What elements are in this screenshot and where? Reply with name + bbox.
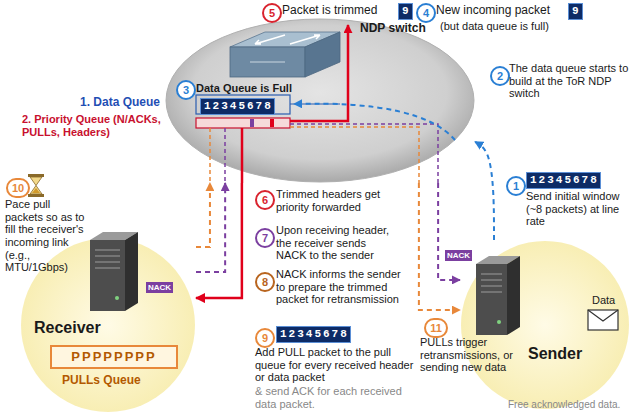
server-icon <box>90 232 138 311</box>
packet-row: 9 <box>398 3 413 20</box>
callout-number: 7 <box>255 228 275 248</box>
nack-packet: NACK <box>445 250 472 261</box>
callout-text: PULLs trigger retransmissions, or sendin… <box>420 336 515 374</box>
trim-arrow <box>290 25 348 121</box>
flow-arrow <box>196 183 242 298</box>
flow-arrow <box>438 183 460 280</box>
server-icon <box>476 256 520 335</box>
node-title: Sender <box>528 345 582 363</box>
callout-text: Data <box>592 294 615 307</box>
callout-text: Add PULL packet to the pull queue for ev… <box>255 346 415 384</box>
callout-number: 2 <box>490 66 510 86</box>
envelope-icon <box>588 310 618 330</box>
callout-text: Data Queue is Full <box>196 82 292 95</box>
nack-packet: NACK <box>146 282 173 293</box>
callout-number: 3 <box>176 80 196 100</box>
node-title: Receiver <box>34 319 101 337</box>
callout-text: Trimmed headers get priority forwarded <box>276 188 386 213</box>
callout-text: Upon receiving header, the receiver send… <box>276 224 398 262</box>
hourglass-icon <box>28 174 44 197</box>
queue-box: PPPPPPPPPULLs Queue <box>50 345 178 369</box>
callout-text: New incoming packet <box>436 4 550 18</box>
packet-row: 9 <box>568 3 583 20</box>
callout-number: 5 <box>262 3 282 23</box>
queue-content: PPPPPPPP <box>56 350 172 365</box>
callout-text: (but data queue is full) <box>440 20 549 33</box>
queued-header <box>270 119 274 127</box>
priority-queue-frame <box>196 118 290 128</box>
callout-text: Pace pull packets so as to fill the rece… <box>5 198 87 274</box>
data-queue-frame <box>196 95 290 114</box>
callout-text: The data queue starts to build at the To… <box>509 62 635 100</box>
enqueue-arrow <box>294 104 455 140</box>
flow-arrow <box>196 183 225 272</box>
pull-wire <box>290 127 419 183</box>
node-title: NDP switch <box>360 22 426 36</box>
flow-arrow <box>475 142 494 240</box>
callout-text: Free acknowledged data. <box>508 399 620 411</box>
callout-number: 9 <box>255 328 275 348</box>
packet-row: 12345678 <box>200 98 275 115</box>
callout-text: 2. Priority Queue (N/ACKs, PULLs, Header… <box>22 113 187 138</box>
host-shape <box>461 241 629 409</box>
header-wire <box>241 128 244 183</box>
nack-wire <box>290 124 438 183</box>
callout-number: 10 <box>6 178 30 198</box>
switch-icon <box>230 32 340 77</box>
nack-wire <box>224 128 226 183</box>
callout-text: Send initial window (~8 packets) at line… <box>526 190 634 228</box>
callout-number: 1 <box>506 176 526 196</box>
queued-nack <box>250 119 254 127</box>
callout-number: 6 <box>255 190 275 210</box>
callout-number: 11 <box>424 318 448 338</box>
callout-text: NACK informs the sender to prepare the t… <box>276 268 411 306</box>
flow-arrow <box>196 183 210 247</box>
switch-shape <box>166 19 474 182</box>
flow-arrow <box>419 183 460 310</box>
callout-number: 8 <box>255 272 275 292</box>
packet-row: 12345678 <box>276 326 351 343</box>
pull-wire <box>209 128 211 183</box>
packet-row: 12345678 <box>526 172 601 189</box>
callout-text: & send ACK for each received data packet… <box>255 385 415 410</box>
callout-text: Packet is trimmed <box>282 4 377 18</box>
queue-title: PULLs Queue <box>62 374 141 388</box>
callout-text: 1. Data Queue <box>80 96 160 110</box>
callout-number: 4 <box>416 3 436 23</box>
